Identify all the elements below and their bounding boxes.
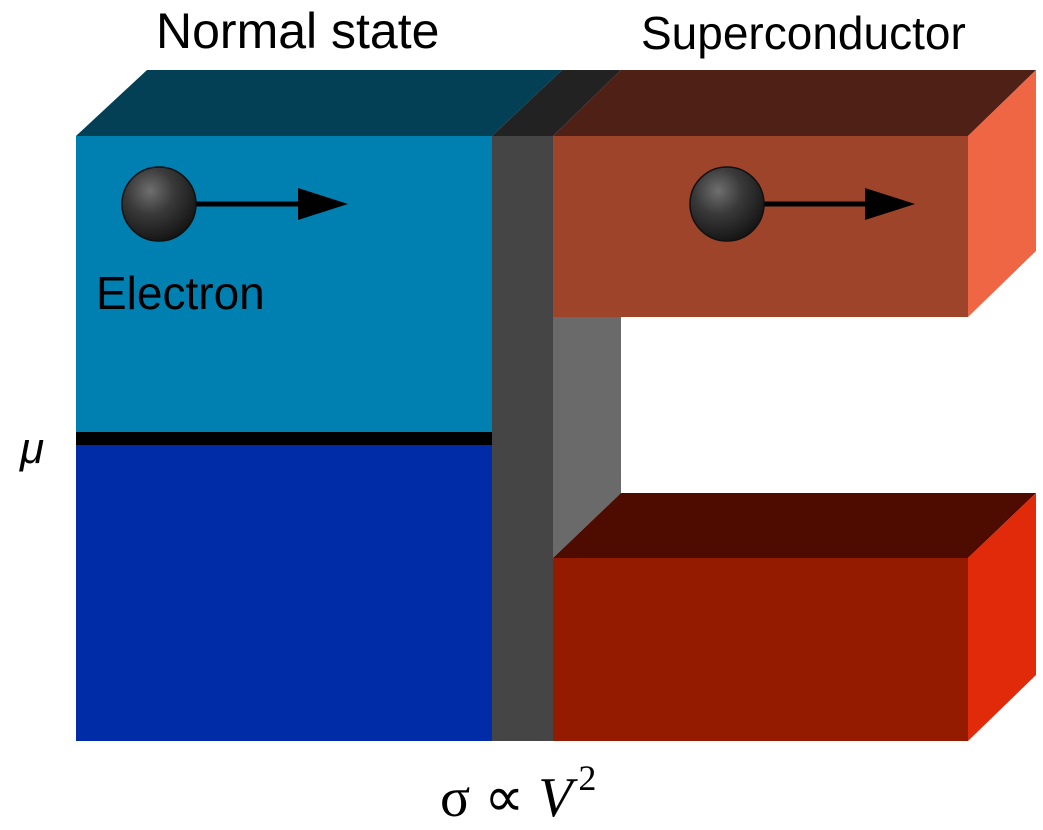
electron-label: Electron xyxy=(96,267,265,319)
super-upper-front-face xyxy=(553,136,968,317)
super-upper-side-face xyxy=(968,70,1036,317)
normal-state-title: Normal state xyxy=(156,3,440,59)
electron-superconductor-side xyxy=(689,166,915,242)
electron-normal-side xyxy=(121,166,348,242)
super-lower-front-face xyxy=(553,558,968,741)
formula-sigma: σ xyxy=(440,767,471,829)
superconductor-title: Superconductor xyxy=(641,7,966,59)
electron-sphere-icon xyxy=(121,166,197,242)
super-upper-top-face xyxy=(553,70,1036,136)
chemical-potential-label: μ xyxy=(20,424,45,473)
formula-variable: V xyxy=(538,767,573,829)
fermi-level-line xyxy=(76,432,492,445)
super-lower-side-face xyxy=(968,493,1036,741)
barrier-front-face xyxy=(492,136,553,741)
arrow-head xyxy=(298,188,348,220)
normal-block-lower-band xyxy=(76,438,492,741)
normal-block-top-face xyxy=(76,70,562,136)
electron-sphere-icon xyxy=(689,166,765,242)
formula-proportional-symbol: ∝ xyxy=(484,767,525,829)
formula-exponent: 2 xyxy=(578,758,597,798)
super-lower-top-face xyxy=(553,493,1036,558)
barrier-top-face xyxy=(492,70,621,136)
arrow-head xyxy=(865,188,915,220)
barrier-gap-wall xyxy=(553,317,621,558)
